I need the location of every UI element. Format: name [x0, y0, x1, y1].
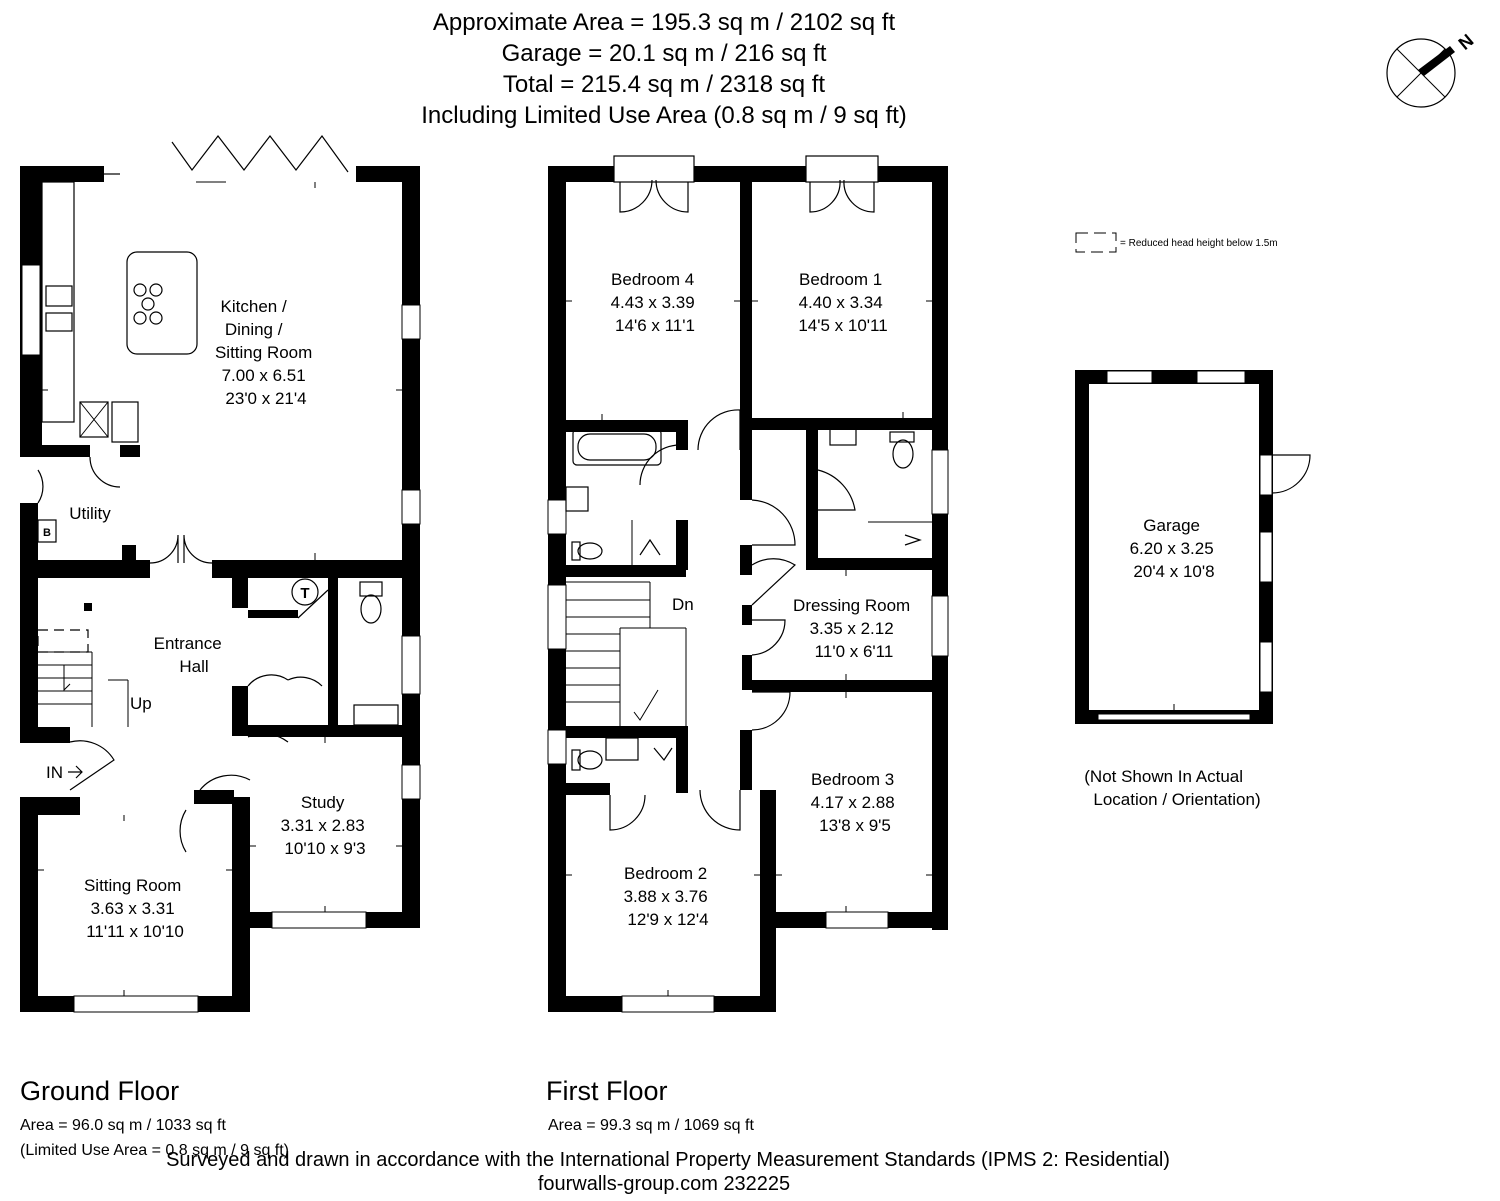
entrance-in-label: IN [46, 763, 63, 782]
first-floor-title: First Floor [546, 1076, 668, 1106]
room-label-kitchen: Kitchen / Dining / Sitting Room 7.00 x 6… [215, 297, 317, 408]
legend: = Reduced head height below 1.5m [1075, 232, 1278, 253]
area-summary: Approximate Area = 195.3 sq m / 2102 sq … [421, 9, 907, 129]
ground-floor-plan: Kitchen / Dining / Sitting Room 7.00 x 6… [20, 134, 421, 1013]
stairs-up-label: Up [130, 694, 152, 713]
ground-floor-caption: Ground Floor Area = 96.0 sq m / 1033 sq … [20, 1076, 289, 1159]
room-label-bedroom-3: Bedroom 3 4.17 x 2.88 13'8 x 9'5 [811, 770, 900, 835]
room-label-utility: Utility [69, 504, 111, 523]
summary-line-2: Garage = 20.1 sq m / 216 sq ft [502, 40, 827, 67]
stairs-down-label: Dn [672, 595, 694, 614]
room-label-dressing-room: Dressing Room 3.35 x 2.12 11'0 x 6'11 [793, 596, 915, 661]
summary-line-3: Total = 215.4 sq m / 2318 sq ft [503, 71, 826, 98]
compass-north-label: N [1455, 30, 1478, 54]
footer-reference: fourwalls-group.com 232225 [538, 1173, 790, 1195]
room-label-study: Study 3.31 x 2.83 10'10 x 9'3 [281, 793, 370, 858]
legend-text: = Reduced head height below 1.5m [1120, 238, 1278, 249]
room-label-bedroom-1: Bedroom 1 4.40 x 3.34 14'5 x 10'11 [798, 270, 887, 335]
entrance-arrow-icon [68, 765, 83, 779]
room-label-bedroom-2: Bedroom 2 3.88 x 3.76 12'9 x 12'4 [624, 864, 713, 929]
garage-orientation-note: (Not Shown In Actual Location / Orientat… [1084, 767, 1260, 809]
garage-plan: Garage 6.20 x 3.25 20'4 x 10'8 (Not Show… [1075, 370, 1311, 809]
first-floor-plan: Bedroom 4 4.43 x 3.39 14'6 x 11'1 Bedroo… [547, 155, 949, 1013]
footer: Surveyed and drawn in accordance with th… [166, 1149, 1170, 1195]
room-label-sitting-room: Sitting Room 3.63 x 3.31 11'11 x 10'10 [84, 876, 186, 941]
footer-standards-note: Surveyed and drawn in accordance with th… [166, 1149, 1170, 1171]
first-floor-caption: First Floor Area = 99.3 sq m / 1069 sq f… [546, 1076, 754, 1134]
ground-floor-limited-area: (Limited Use Area = 0.8 sq m / 9 sq ft) [20, 1142, 289, 1159]
tank-label: T [300, 585, 309, 602]
room-label-entrance-hall: Entrance Hall [154, 634, 227, 676]
summary-line-1: Approximate Area = 195.3 sq m / 2102 sq … [433, 9, 896, 36]
summary-line-4: Including Limited Use Area (0.8 sq m / 9… [421, 102, 907, 129]
room-label-bedroom-4: Bedroom 4 4.43 x 3.39 14'6 x 11'1 [611, 270, 700, 335]
ground-floor-title: Ground Floor [20, 1076, 179, 1106]
first-floor-area: Area = 99.3 sq m / 1069 sq ft [548, 1117, 754, 1134]
ground-floor-area: Area = 96.0 sq m / 1033 sq ft [20, 1117, 226, 1134]
boiler-label: B [43, 527, 51, 539]
room-label-garage: Garage 6.20 x 3.25 20'4 x 10'8 [1130, 516, 1219, 581]
compass-icon: N [1386, 30, 1478, 108]
